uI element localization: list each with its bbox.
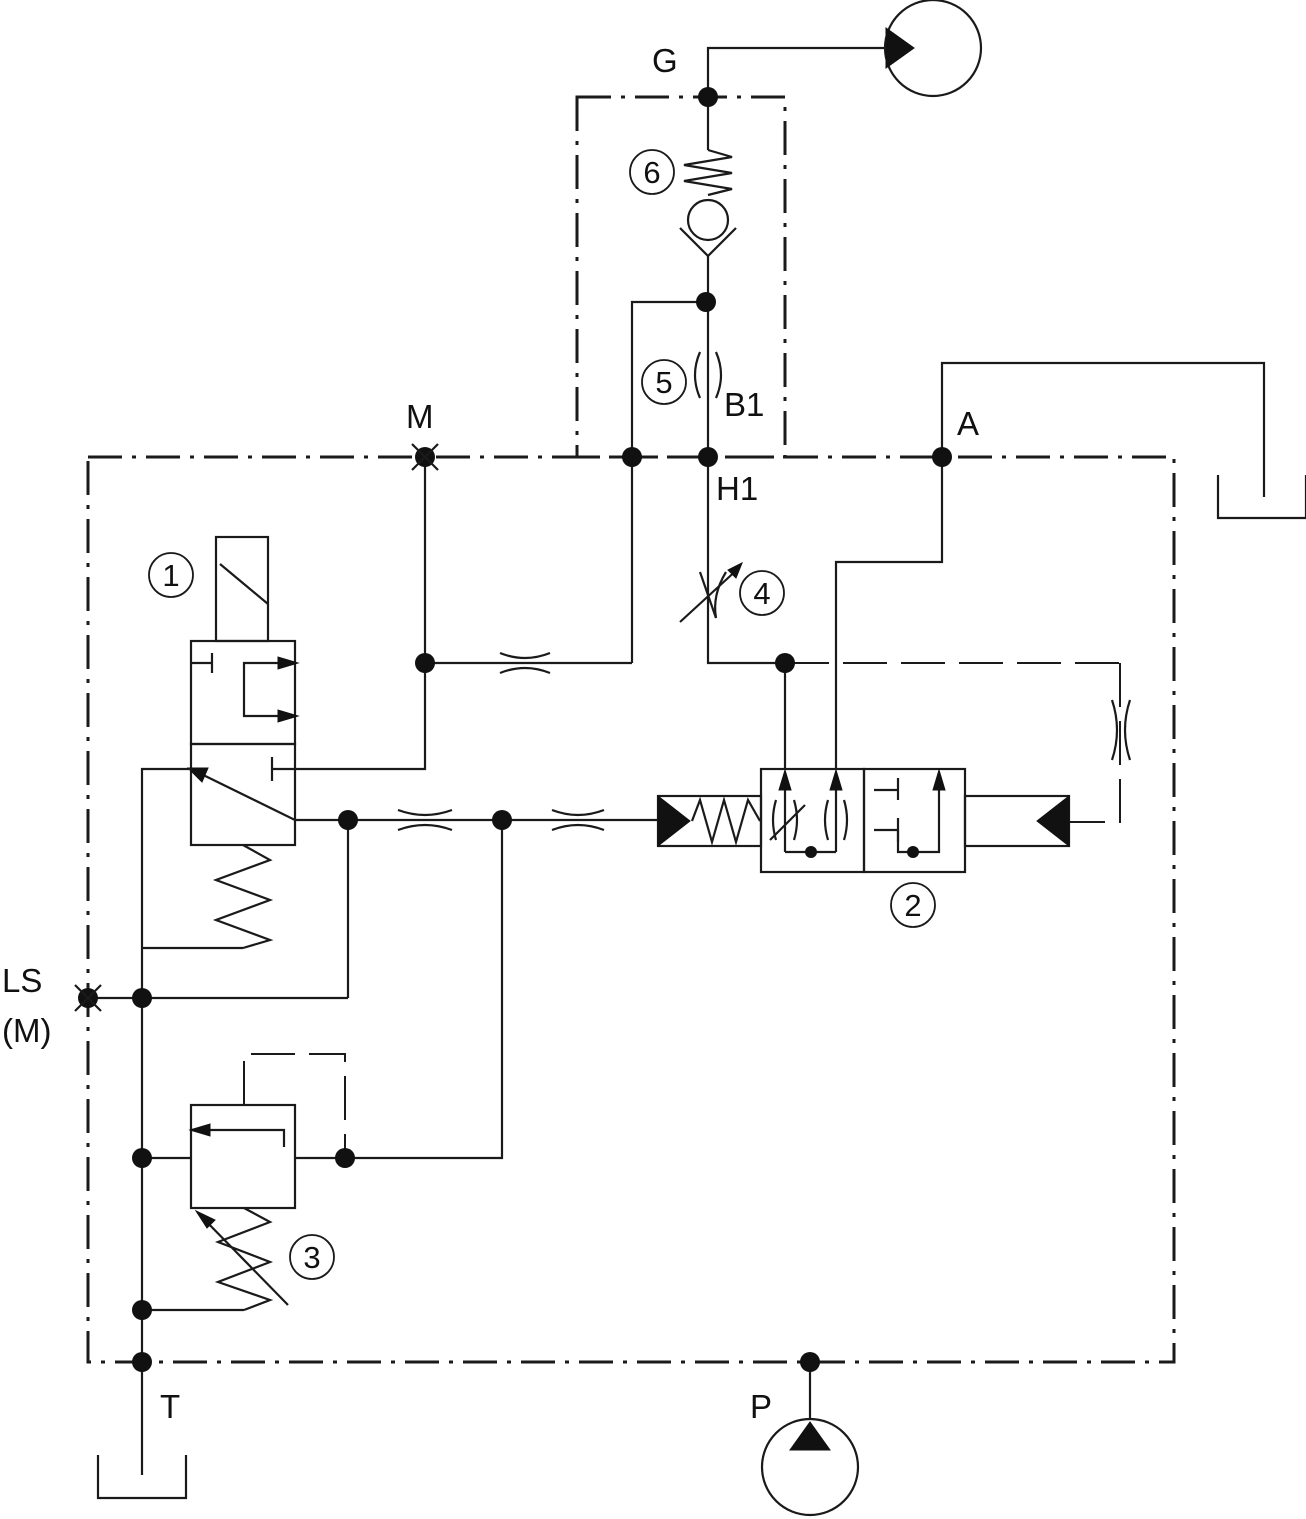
component-label-4: 4 [739, 570, 785, 616]
junctions [78, 87, 952, 1372]
component-label-3: 3 [289, 1234, 335, 1280]
directional-valve [656, 767, 1071, 874]
port-label-m: M [406, 398, 434, 435]
component-label-2: 2 [890, 882, 936, 928]
svg-text:6: 6 [643, 155, 660, 190]
hydraulic-pump [760, 1417, 860, 1517]
component-label-1: 1 [148, 552, 194, 598]
port-label-p: P [750, 1388, 772, 1425]
component-label-6: 6 [629, 149, 675, 195]
svg-text:2: 2 [904, 888, 921, 923]
port-label-h1: H1 [716, 470, 758, 507]
check-valve [679, 97, 737, 302]
port-label-g: G [652, 42, 678, 79]
port-label-b1: B1 [724, 386, 764, 423]
orifice-pilot [1110, 699, 1132, 761]
svg-text:3: 3 [303, 1240, 320, 1275]
hydraulic-motor [883, 0, 983, 98]
tank-t [96, 1455, 188, 1500]
svg-text:4: 4 [753, 576, 770, 611]
orifice-b1 [693, 351, 723, 399]
orifice-control-2 [551, 808, 605, 832]
line-b1-loop [630, 300, 708, 457]
tank-a [1216, 475, 1306, 520]
svg-text:1: 1 [162, 558, 179, 593]
relief-valve [188, 1103, 297, 1312]
port-label-t: T [160, 1388, 180, 1425]
port-label-ls: LS [2, 962, 42, 999]
line-h1 [706, 457, 785, 665]
check-module-boundary [575, 95, 787, 459]
adjustable-orifice [679, 561, 743, 623]
port-label-a: A [957, 405, 979, 442]
svg-text:5: 5 [655, 365, 672, 400]
solenoid-valve [186, 535, 300, 950]
orifice-control-1 [397, 808, 453, 832]
line-m [272, 457, 427, 771]
line-g-to-motor [706, 46, 886, 97]
measure-point-m [411, 443, 439, 471]
pilot-line-right [1070, 663, 1121, 823]
measure-point-ls [74, 984, 102, 1012]
line-valve1-left [140, 767, 191, 1362]
port-label-ls-m: (M) [2, 1012, 51, 1049]
orifice-m [499, 651, 551, 675]
line-a-to-tank [940, 361, 1266, 497]
component-label-5: 5 [641, 359, 687, 405]
